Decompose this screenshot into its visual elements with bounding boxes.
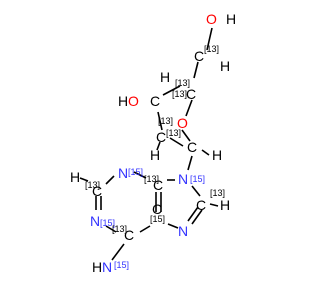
bond-c5p-n7: [167, 223, 179, 229]
atom-c5p: C: [152, 201, 162, 217]
bond-c3-c2: [157, 111, 163, 131]
bond-c1-n9: [187, 155, 193, 171]
atom-o-ring: O: [177, 115, 188, 131]
atom-c2: C: [156, 129, 166, 145]
atom-h-c2p: H: [70, 169, 80, 185]
atom-n6: N: [102, 259, 112, 275]
bond-n7-c8-a: [191, 209, 203, 225]
bonds: [79, 27, 219, 261]
isotope-c6: [13]: [112, 224, 127, 234]
atom-h-c1: H: [212, 147, 222, 163]
bond-c4-c3: [162, 85, 181, 96]
atom-n1: N: [90, 213, 100, 229]
atom-c6: C: [124, 227, 134, 243]
atom-labels: O H [13] C H [13] C H H O [13] C O [13] …: [70, 11, 236, 275]
isotope-c5p: [15]: [150, 214, 165, 224]
structure-canvas: O H [13] C H [13] C H H O [13] C O [13] …: [70, 11, 236, 275]
atom-h-c8: H: [220, 197, 230, 213]
bond-c2p-h: [79, 177, 89, 182]
bond-c5-c4: [193, 61, 199, 79]
atom-c2p: C: [92, 183, 102, 199]
bond-c8-n9: [191, 185, 201, 197]
atom-c3: C: [150, 93, 160, 109]
bond-c2-c1: [169, 137, 184, 147]
atom-h-o3: H: [118, 93, 128, 109]
atom-n3: N: [118, 165, 128, 181]
bond-c6-c5p: [139, 225, 151, 233]
bond-n3-c2p: [105, 175, 115, 185]
isotope-c2: [13]: [158, 116, 173, 126]
atom-h-o-top: H: [226, 11, 236, 27]
isotope-c5: [13]: [204, 44, 219, 54]
molecule-diagram: O H [13] C H [13] C H H O [13] C O [13] …: [70, 11, 236, 275]
isotope-c8: [13]: [210, 188, 225, 198]
atom-c4p: C: [153, 177, 163, 193]
bond-c1-h: [201, 149, 210, 156]
atom-h-c5: H: [220, 58, 230, 74]
atom-c1: C: [187, 139, 197, 155]
isotope-c4p: [13]: [144, 174, 159, 184]
bond-oring-c1: [181, 129, 191, 142]
isotope-c2-extra: [13]: [166, 128, 181, 138]
atom-o3: O: [128, 93, 139, 109]
atom-h-c2: H: [150, 147, 160, 163]
bond-o-c5: [206, 27, 213, 51]
isotope-n6: [15]: [114, 260, 129, 270]
atom-c5: C: [194, 48, 204, 64]
isotope-c3: [13]: [172, 89, 187, 99]
atom-o-top: O: [206, 11, 217, 27]
isotope-n9: [15]: [190, 174, 205, 184]
atom-c4: C: [186, 86, 196, 102]
atom-n9: N: [178, 171, 188, 187]
bond-c8-h: [209, 203, 219, 207]
isotope-n3: [15]: [128, 167, 143, 177]
bond-n1-c6: [105, 225, 117, 233]
isotope-c4: [13]: [175, 78, 190, 88]
bond-c6-n6: [111, 243, 125, 261]
atom-h-n6: H: [92, 259, 102, 275]
atom-c8: C: [196, 197, 206, 213]
bond-n7-c8-b: [187, 206, 199, 222]
bond-c4p-n3: [133, 171, 147, 179]
isotope-n1: [15]: [100, 218, 115, 228]
bond-c2-h: [156, 141, 161, 151]
atom-n7: N: [178, 223, 188, 239]
bond-c4-oring: [185, 99, 193, 117]
atom-h-c4: H: [160, 69, 170, 85]
isotope-c2p: [13]: [85, 180, 100, 190]
